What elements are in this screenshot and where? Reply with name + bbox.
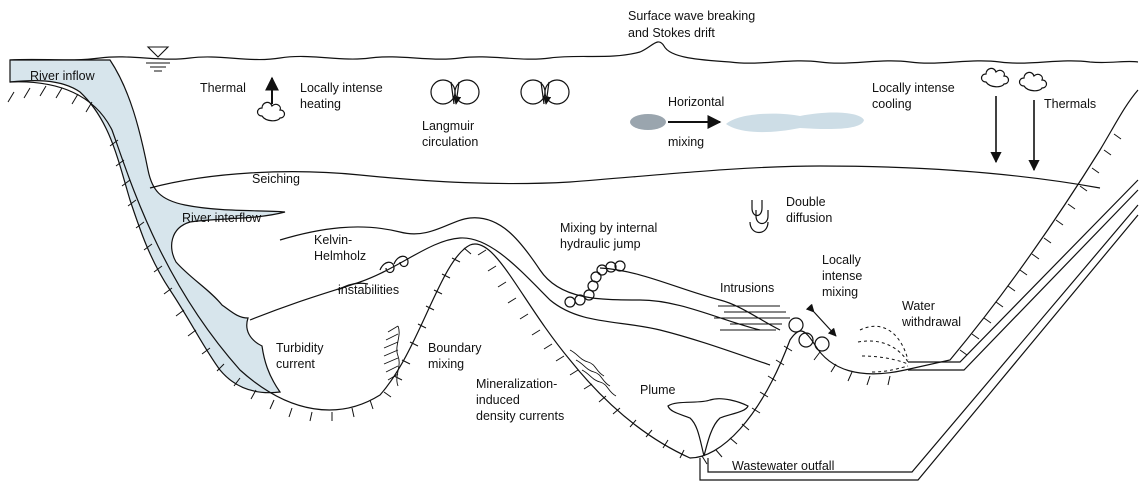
river-inflow-body bbox=[10, 60, 285, 393]
label-cooling-2: cooling bbox=[872, 97, 912, 111]
label-withdrawal-1: Water bbox=[902, 299, 935, 313]
dark-mixing-patch bbox=[630, 114, 666, 130]
label-heating-2: heating bbox=[300, 97, 341, 111]
intrusions-lines bbox=[714, 306, 790, 330]
label-local-mixing-2: intense bbox=[822, 269, 862, 283]
double-diffusion-symbol bbox=[750, 200, 768, 233]
label-internal-jump-2: hydraulic jump bbox=[560, 237, 641, 251]
withdrawal-streamlines bbox=[858, 326, 908, 372]
label-double-diffusion-1: Double bbox=[786, 195, 826, 209]
thermal-cloud-icon bbox=[258, 102, 285, 120]
label-river-inflow: River inflow bbox=[30, 69, 96, 83]
label-kelvin-1: Kelvin- bbox=[314, 233, 352, 247]
interflow-streamline-lower bbox=[600, 268, 780, 330]
label-surface-wave-2: and Stokes drift bbox=[628, 26, 715, 40]
label-local-mixing-1: Locally bbox=[822, 253, 862, 267]
label-thermals: Thermals bbox=[1044, 97, 1096, 111]
label-boundary-1: Boundary bbox=[428, 341, 482, 355]
local-mixing-eddies bbox=[789, 312, 836, 351]
outfall-pipe bbox=[700, 205, 1138, 480]
label-heating-1: Locally intense bbox=[300, 81, 383, 95]
water-surface bbox=[10, 42, 1138, 63]
label-outfall: Wastewater outfall bbox=[732, 459, 834, 473]
label-kelvin-2: Helmholz bbox=[314, 249, 366, 263]
label-turbidity-2: current bbox=[276, 357, 315, 371]
label-surface-wave-1: Surface wave breaking bbox=[628, 9, 755, 23]
label-langmuir-2: circulation bbox=[422, 135, 478, 149]
label-mineralization-2: induced bbox=[476, 393, 520, 407]
label-intrusions: Intrusions bbox=[720, 281, 774, 295]
label-turbidity-1: Turbidity bbox=[276, 341, 324, 355]
light-mixing-patch bbox=[726, 113, 864, 133]
label-internal-jump-1: Mixing by internal bbox=[560, 221, 657, 235]
label-horizontal-1: Horizontal bbox=[668, 95, 724, 109]
label-mineralization-1: Mineralization- bbox=[476, 377, 557, 391]
label-horizontal-2: mixing bbox=[668, 135, 704, 149]
plume-shape bbox=[668, 399, 748, 456]
label-boundary-2: mixing bbox=[428, 357, 464, 371]
label-river-interflow: River interflow bbox=[182, 211, 262, 225]
cooling-cloud-icon-right bbox=[1020, 72, 1047, 90]
label-plume: Plume bbox=[640, 383, 675, 397]
label-cooling-1: Locally intense bbox=[872, 81, 955, 95]
boundary-mixing-texture bbox=[384, 326, 399, 386]
label-local-mixing-3: mixing bbox=[822, 285, 858, 299]
label-mineralization-3: density currents bbox=[476, 409, 564, 423]
mineralization-texture bbox=[570, 350, 616, 396]
label-langmuir-1: Langmuir bbox=[422, 119, 474, 133]
label-thermal: Thermal bbox=[200, 81, 246, 95]
langmuir-cells bbox=[431, 80, 569, 104]
label-kelvin-3: instabilities bbox=[338, 283, 399, 297]
label-seiching: Seiching bbox=[252, 172, 300, 186]
cooling-cloud-icon-left bbox=[982, 68, 1009, 86]
label-double-diffusion-2: diffusion bbox=[786, 211, 832, 225]
label-withdrawal-2: withdrawal bbox=[901, 315, 961, 329]
